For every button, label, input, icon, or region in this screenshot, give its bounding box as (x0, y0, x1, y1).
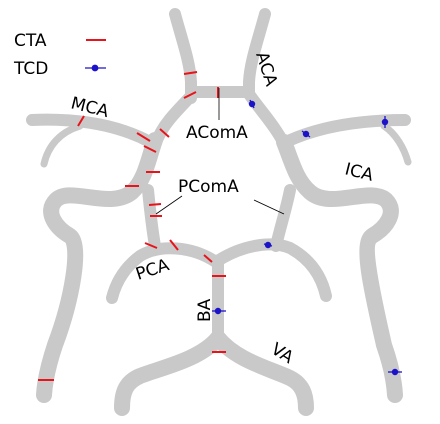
tcd-marker (264, 241, 272, 249)
tcd-marker (214, 307, 222, 315)
tcd-markers (212, 99, 402, 376)
cta-markers (38, 71, 226, 381)
vessel-aca-left (169, 8, 197, 104)
vessel-va-left (114, 330, 226, 416)
cta-marker (144, 242, 158, 249)
vessel-ica-right (276, 134, 403, 403)
vessel-pca-right (210, 238, 332, 302)
label-ica: ICA (343, 159, 376, 185)
cta-marker (136, 132, 151, 142)
cta-marker (148, 203, 162, 206)
vessel-pcoma-right (270, 184, 296, 252)
vessel-mca-right (280, 114, 411, 148)
tcd-marker (248, 100, 256, 108)
vessel-pca-left (106, 242, 222, 304)
vessel-va-right (210, 330, 314, 416)
tcd-marker (381, 118, 389, 126)
leader-pcoma-right (253, 199, 285, 215)
label-pcoma: PComA (178, 177, 239, 197)
vessel-network (26, 8, 412, 416)
cta-marker (143, 145, 157, 153)
leader-lines (155, 88, 285, 215)
legend-cta-label: CTA (14, 31, 47, 51)
cta-marker (169, 239, 179, 251)
tcd-marker (391, 368, 399, 376)
vessel-aca-right (243, 8, 271, 100)
cta-marker (183, 71, 198, 75)
cta-marker (77, 115, 85, 127)
legend: CTA TCD (13, 31, 106, 79)
vessel-pcoma-left (142, 184, 161, 252)
vessel-mca-left (26, 113, 156, 148)
tcd-marker (302, 130, 310, 138)
vessel-ica-left (36, 132, 163, 403)
legend-tcd-label: TCD (13, 59, 48, 79)
cta-marker (203, 254, 213, 263)
leader-pcoma-left (155, 195, 183, 215)
label-ba: BA (195, 298, 215, 322)
label-aca: ACA (251, 49, 281, 89)
vessel-a1-right (243, 88, 288, 146)
cta-marker (183, 91, 197, 99)
label-acoma: AComA (186, 123, 248, 143)
vessel-mca-right-branch (380, 122, 412, 166)
vessel-mca-left-branch (40, 122, 84, 168)
cta-marker (159, 128, 170, 138)
legend-tcd-swatch-dot (91, 64, 99, 72)
